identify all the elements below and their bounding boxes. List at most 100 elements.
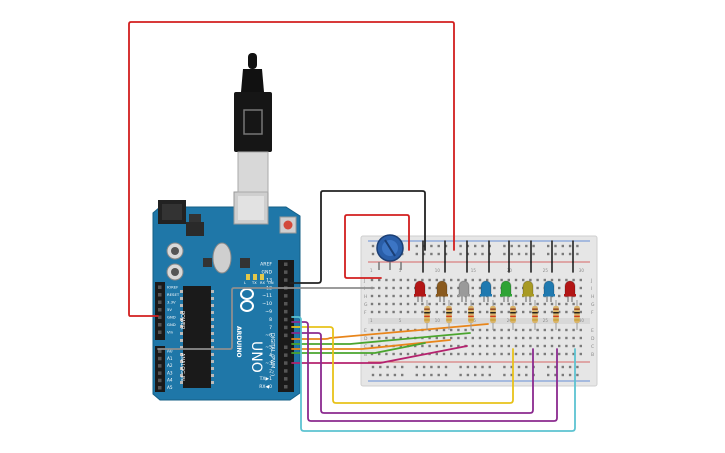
digital-pin-label: ~5 <box>265 345 272 351</box>
digital-pin-label: ~3 <box>265 360 272 366</box>
led <box>414 280 426 302</box>
board-small-label: ON <box>268 281 274 285</box>
digital-pin-label: 8 <box>269 317 272 323</box>
column-number: 5 <box>399 268 402 273</box>
wire-orange <box>291 323 489 340</box>
arduino-model-text: UNO <box>248 341 264 373</box>
power-pin-label: Vin <box>167 330 174 335</box>
row-letter: E <box>591 328 594 334</box>
crystal-oscillator <box>212 242 232 274</box>
column-number: 5 <box>399 318 402 323</box>
power-pin-label: RESET <box>167 292 180 297</box>
digital-pin-label: 13 <box>266 277 272 283</box>
analog-header <box>155 346 165 392</box>
board-small-label: TX <box>251 281 257 285</box>
column-number: 1 <box>370 268 373 273</box>
digital-pin-label: ~6 <box>265 333 272 339</box>
potentiometer[interactable] <box>376 234 404 270</box>
resistor <box>490 300 496 330</box>
power-pin-label: 5V <box>167 307 172 312</box>
analog-pin-label: A2 <box>167 363 173 368</box>
analog-pin-label: A1 <box>167 356 173 361</box>
led-ground-jumpers <box>422 240 574 273</box>
wires <box>128 21 576 432</box>
wire-green <box>291 332 471 345</box>
digital-pin-label: 4 <box>269 353 272 359</box>
atmega-chip <box>183 286 211 388</box>
row-letter: F <box>364 310 367 316</box>
led <box>458 280 470 302</box>
column-number: 10 <box>435 268 441 273</box>
row-letter: C <box>591 344 594 350</box>
breadboard-bottom-power-rail <box>368 361 590 382</box>
column-number: 15 <box>471 268 477 273</box>
analog-pin-label: A3 <box>167 370 173 375</box>
row-letter: I <box>364 286 365 292</box>
digital-pin-label: TX▶1 <box>259 376 272 382</box>
power-section-label: POWER <box>179 311 185 330</box>
digital-section-label: DIGITAL (PWM ~) <box>269 333 275 376</box>
wire-gnd-black <box>289 190 426 284</box>
led <box>522 280 534 302</box>
column-number: 1 <box>370 318 373 323</box>
resistor <box>574 300 580 330</box>
usb-icon <box>243 109 263 135</box>
row-letter: C <box>364 344 367 350</box>
resistor <box>510 300 516 330</box>
row-letter: J <box>363 278 365 284</box>
row-letter: I <box>591 286 592 292</box>
row-letter: H <box>364 294 367 300</box>
wire-purple-2 <box>291 321 558 422</box>
column-number: 10 <box>435 318 441 323</box>
board-small-label: L <box>244 281 246 285</box>
power-pin-label: 3.3V <box>167 300 176 305</box>
digital-pin-label: 7 <box>269 325 272 331</box>
resistor <box>446 300 452 330</box>
column-number: 20 <box>507 318 513 323</box>
power-pin-label: GND <box>167 322 176 327</box>
row-letter: B <box>591 352 594 358</box>
resistor <box>553 300 559 330</box>
row-letter: G <box>591 302 595 308</box>
arduino-logo <box>240 288 254 312</box>
digital-pin-label: RX◀0 <box>259 384 272 390</box>
usb-cable <box>234 53 272 193</box>
analog-pin-label: A5 <box>167 385 173 390</box>
voltage-regulator <box>189 214 201 224</box>
wire-purple <box>291 332 534 414</box>
row-letter: J <box>590 278 592 284</box>
digital-pin-label: ~10 <box>262 301 272 307</box>
breadboard-top-power-rail <box>368 240 590 263</box>
analog-section-label: ANALOG IN <box>179 353 185 381</box>
resistor-array <box>424 300 580 330</box>
digital-pin-label: AREF <box>260 262 272 268</box>
usb-plug-body <box>234 92 272 152</box>
digital-pin-label: GND <box>261 270 272 276</box>
power-pin-label: GND <box>167 315 176 320</box>
column-number: 30 <box>579 268 585 273</box>
row-letter: B <box>364 352 367 358</box>
wire-analog-gray <box>157 287 375 350</box>
digital-pin-label: 2 <box>269 368 272 374</box>
row-letter: E <box>364 328 367 334</box>
power-pin-labels: IOREF RESET 3.3V 5V GND GND Vin <box>167 285 180 335</box>
led <box>500 280 512 302</box>
power-pin-label: IOREF <box>167 285 178 290</box>
column-number: 30 <box>579 318 585 323</box>
row-letter: F <box>591 310 594 316</box>
led <box>543 280 555 302</box>
row-letter: D <box>591 336 595 342</box>
wire-5v-red <box>128 21 455 317</box>
resistor <box>468 300 474 330</box>
column-number: 25 <box>543 318 549 323</box>
analog-pin-label: A4 <box>167 378 173 383</box>
led-l-indicator <box>246 274 250 280</box>
wire-green-2 <box>291 342 426 354</box>
cable-strain-relief <box>248 53 257 69</box>
wire-pot-red <box>344 214 410 279</box>
